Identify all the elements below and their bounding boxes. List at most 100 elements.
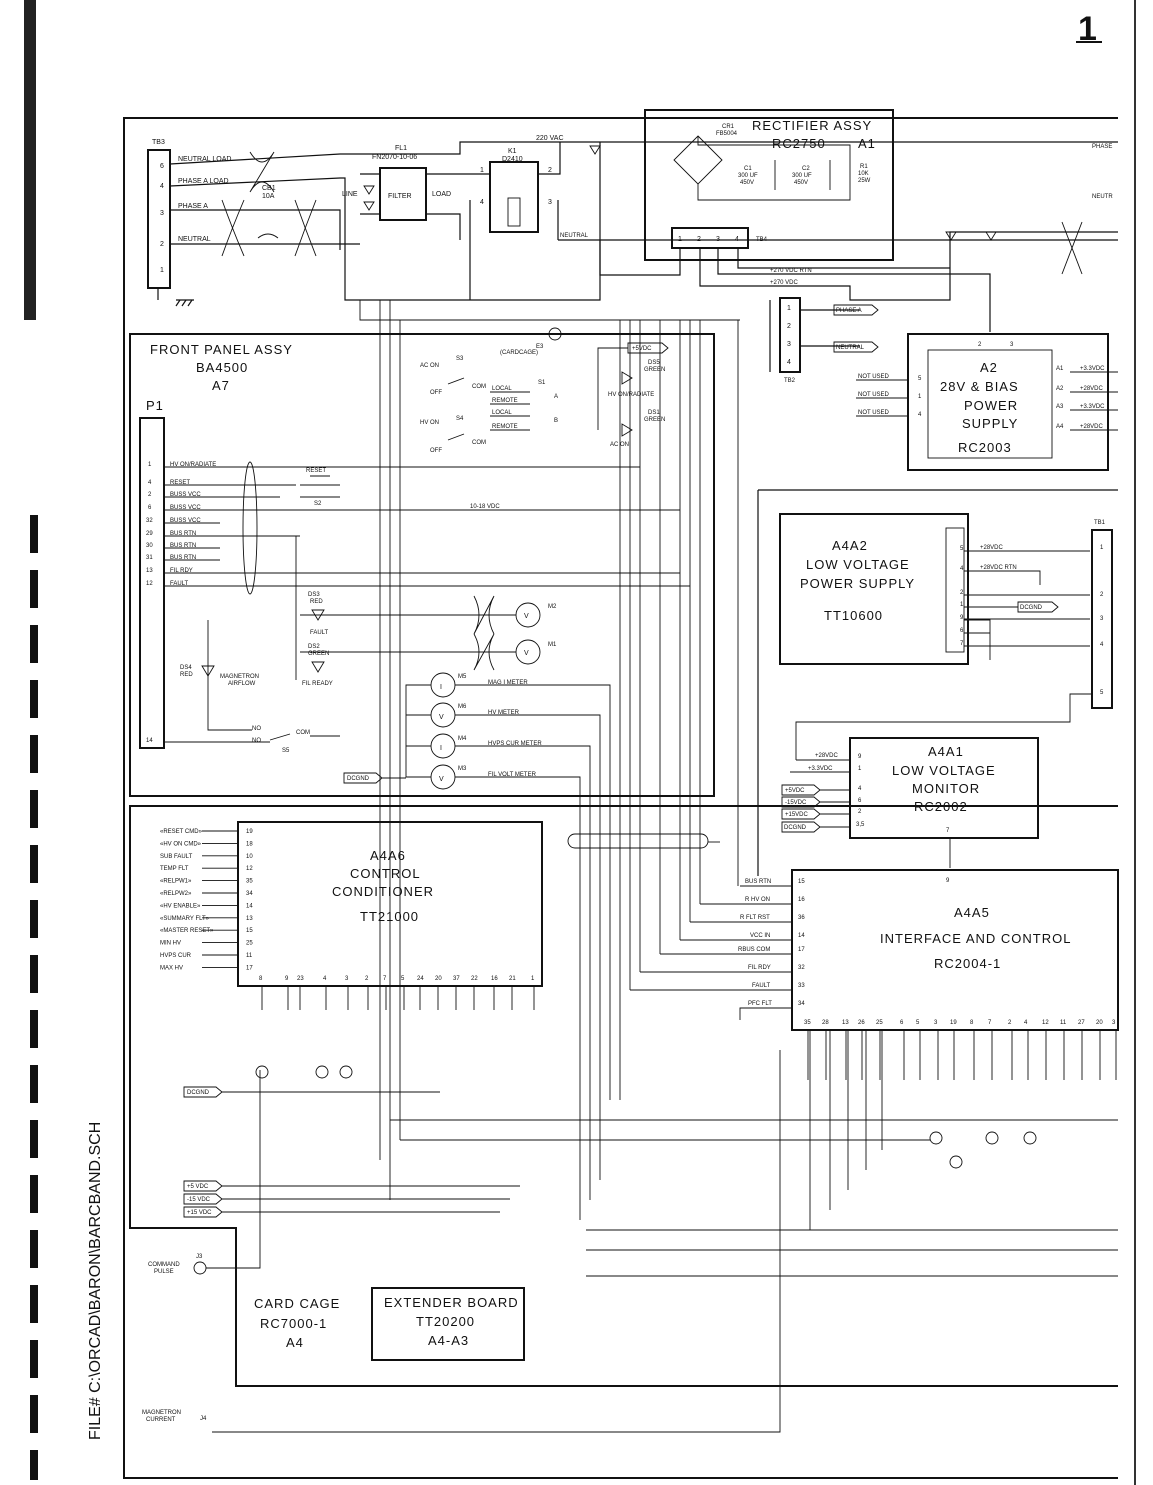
svg-text:4: 4 <box>858 786 862 792</box>
svg-text:+5VDC: +5VDC <box>785 788 805 794</box>
a4a6-control-conditioner: A4A6 CONTROL CONDITIONER TT21000 «RESET … <box>160 821 543 1010</box>
svg-text:B: B <box>554 418 558 424</box>
a6-bottom-pin-number: 23 <box>297 976 304 982</box>
svg-text:RC7000-1: RC7000-1 <box>260 1316 327 1331</box>
svg-text:MAG I METER: MAG I METER <box>488 680 528 686</box>
supply-flags: DCGND +5 VDC -15 VDC +15 VDC <box>183 1086 520 1218</box>
svg-text:A4-A3: A4-A3 <box>428 1333 469 1348</box>
svg-text:LOCAL: LOCAL <box>492 410 512 416</box>
svg-text:450V: 450V <box>740 180 754 186</box>
svg-text:A1: A1 <box>1056 366 1064 372</box>
a5-bottom-pin-number: 3 <box>1112 1020 1116 1026</box>
svg-text:10-18 VDC: 10-18 VDC <box>470 504 500 510</box>
svg-text:BUS RTN: BUS RTN <box>170 543 196 549</box>
a5-bottom-pin-number: 4 <box>1024 1020 1028 1026</box>
svg-text:TT21000: TT21000 <box>360 909 419 924</box>
a5-bottom-pin-number: 7 <box>988 1020 992 1026</box>
svg-text:PULSE: PULSE <box>154 1269 174 1275</box>
a6-bottom-pin-number: 3 <box>345 976 349 982</box>
a5-bottom-pin-number: 2 <box>1008 1020 1012 1026</box>
svg-text:C2: C2 <box>802 166 810 172</box>
svg-text:1: 1 <box>148 462 152 468</box>
rectifier-assy: RECTIFIER ASSY RC2750 A1 CR1 FB5004 C1 3… <box>599 109 1118 332</box>
svg-text:POWER SUPPLY: POWER SUPPLY <box>800 576 915 591</box>
svg-text:FL1: FL1 <box>395 145 407 152</box>
svg-text:I: I <box>440 745 442 752</box>
svg-text:4: 4 <box>787 359 791 366</box>
svg-text:2: 2 <box>1100 592 1104 598</box>
svg-text:PFC FLT: PFC FLT <box>748 1001 772 1007</box>
svg-text:2: 2 <box>858 809 862 815</box>
svg-text:1: 1 <box>480 167 484 174</box>
svg-text:NOT USED: NOT USED <box>858 410 890 416</box>
svg-text:DCGND: DCGND <box>1020 605 1043 611</box>
svg-text:VCC IN: VCC IN <box>750 933 770 939</box>
svg-text:V: V <box>524 613 529 620</box>
outer-frame <box>123 117 1118 1479</box>
a6-pin-number: 11 <box>246 953 253 959</box>
svg-text:DCGND: DCGND <box>347 776 370 782</box>
a6-signal-label: MAX HV <box>160 965 183 971</box>
svg-text:HV ON/RADIATE: HV ON/RADIATE <box>608 392 654 398</box>
svg-text:FAULT: FAULT <box>170 581 189 587</box>
svg-text:S2: S2 <box>314 501 322 507</box>
a6-signal-label: MIN HV <box>160 941 181 947</box>
svg-text:BUSS VCC: BUSS VCC <box>170 492 201 498</box>
svg-text:A: A <box>554 394 558 400</box>
svg-text:FIL RDY: FIL RDY <box>748 965 771 971</box>
connectors-j3-j4: J3 COMMAND PULSE J4 MAGNETRON CURRENT <box>142 1050 781 1433</box>
svg-text:1: 1 <box>960 602 964 608</box>
a6-signal-label: «RESET CMD» <box>160 829 203 835</box>
svg-text:34: 34 <box>798 1001 805 1007</box>
svg-text:SUPPLY: SUPPLY <box>962 416 1018 431</box>
page-number: 1 <box>1078 10 1097 48</box>
svg-text:R FLT RST: R FLT RST <box>740 915 770 921</box>
svg-text:I: I <box>440 684 442 691</box>
indicator-lamps-top: +5VDC DS5 GREEN HV ON/RADIATE DS1 GREEN … <box>597 342 669 448</box>
svg-text:HVPS CUR METER: HVPS CUR METER <box>488 741 542 747</box>
svg-text:(CARDCAGE): (CARDCAGE) <box>500 350 538 356</box>
svg-text:28V & BIAS: 28V & BIAS <box>940 379 1019 394</box>
svg-text:450V: 450V <box>794 180 808 186</box>
svg-text:14: 14 <box>146 738 153 744</box>
svg-text:25W: 25W <box>858 178 871 184</box>
a6-signal-label: «RELPW2» <box>160 891 192 897</box>
svg-text:15: 15 <box>798 879 805 885</box>
svg-text:REMOTE: REMOTE <box>492 424 518 430</box>
svg-text:HV METER: HV METER <box>488 710 520 716</box>
svg-text:+3.3VDC: +3.3VDC <box>1080 366 1105 372</box>
a6-pin-number: 19 <box>246 829 253 835</box>
signal-bundle <box>359 300 740 1200</box>
svg-text:HV ON: HV ON <box>420 420 439 426</box>
svg-text:+3.3VDC: +3.3VDC <box>1080 404 1105 410</box>
svg-text:CB1: CB1 <box>262 185 276 192</box>
svg-text:EXTENDER BOARD: EXTENDER BOARD <box>384 1295 519 1310</box>
svg-text:2: 2 <box>148 492 152 498</box>
svg-text:BUSS VCC: BUSS VCC <box>170 518 201 524</box>
svg-text:A4A5: A4A5 <box>954 905 990 920</box>
svg-text:4: 4 <box>160 183 164 190</box>
svg-text:A2: A2 <box>1056 386 1064 392</box>
svg-text:GREEN: GREEN <box>644 417 665 423</box>
tb3-terminal-block: TB3 6 4 3 2 1 <box>147 139 194 307</box>
svg-text:2: 2 <box>548 167 552 174</box>
svg-text:7: 7 <box>946 828 950 834</box>
svg-text:+5VDC: +5VDC <box>632 346 652 352</box>
a6-signal-label: HVPS CUR <box>160 953 192 959</box>
svg-text:DS2: DS2 <box>308 644 320 650</box>
svg-text:V: V <box>439 776 444 783</box>
svg-text:A4: A4 <box>286 1335 304 1350</box>
a6-bottom-pin-number: 8 <box>259 976 263 982</box>
fl1-filter: FILTER FL1 FN2070-10-06 LINE LOAD <box>342 145 461 240</box>
svg-text:E3: E3 <box>536 344 544 350</box>
a5-bottom-pin-number: 28 <box>822 1020 829 1026</box>
svg-text:6: 6 <box>160 163 164 170</box>
svg-text:NEUTR: NEUTR <box>1092 194 1113 200</box>
svg-text:GREEN: GREEN <box>308 651 329 657</box>
a6-pin-number: 18 <box>246 841 253 847</box>
card-cage-labels: CARD CAGE RC7000-1 A4 EXTENDER BOARD TT2… <box>254 1287 525 1361</box>
svg-text:2: 2 <box>787 323 791 330</box>
svg-text:OFF: OFF <box>430 390 442 396</box>
svg-text:RBUS COM: RBUS COM <box>738 947 770 953</box>
